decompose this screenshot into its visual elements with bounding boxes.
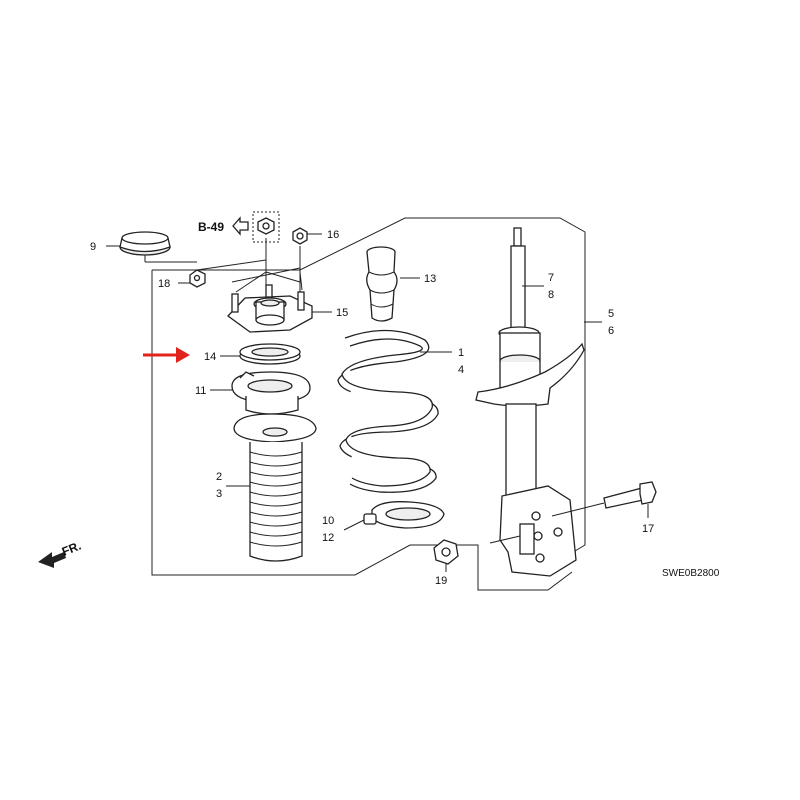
callout-16: 16 [327, 229, 339, 241]
callout-8: 8 [548, 289, 554, 301]
callout-10: 10 [322, 515, 334, 527]
part-17-bolt [603, 481, 657, 509]
reference-b49: B-49 [198, 211, 280, 243]
callout-5: 5 [608, 308, 614, 320]
callout-9: 9 [90, 241, 96, 253]
arrow-left-icon [232, 216, 249, 236]
part-9-cap [119, 231, 171, 256]
part-13-bump-stop [366, 246, 398, 322]
callout-15: 15 [336, 307, 348, 319]
front-arrow-icon [38, 552, 66, 568]
part-19-flange-nut [433, 539, 459, 565]
callout-17: 17 [642, 523, 654, 535]
part-5-shock-absorber [475, 227, 585, 577]
callout-11: 11 [195, 385, 206, 397]
part-14-bearing [239, 343, 301, 365]
callout-2: 2 [216, 471, 222, 483]
part-15-upper-mount [227, 284, 313, 333]
reference-label: B-49 [198, 220, 224, 234]
part-16-nut [292, 227, 308, 245]
part-18-nut [189, 269, 206, 288]
callout-13: 13 [424, 273, 436, 285]
diagram-code: SWE0B2800 [662, 568, 720, 579]
callout-18: 18 [158, 278, 170, 290]
part-16-nut-top [257, 217, 275, 235]
callout-19: 19 [435, 575, 447, 587]
callout-labels: 9 18 16 15 14 11 2 3 13 1 4 10 12 7 8 5 … [90, 229, 654, 587]
callout-3: 3 [216, 488, 222, 500]
part-11-spring-seat [231, 371, 311, 415]
mount-leaders [196, 238, 303, 295]
callout-7: 7 [548, 272, 554, 284]
callout-4: 4 [458, 364, 464, 376]
front-label: FR. [60, 539, 83, 559]
part-1-coil-spring [337, 329, 439, 493]
highlight-arrow [143, 347, 190, 363]
part-10-lower-seat [363, 501, 445, 529]
callout-12: 12 [322, 532, 334, 544]
front-direction-indicator: FR. [38, 539, 83, 568]
callout-1: 1 [458, 347, 464, 359]
callout-6: 6 [608, 325, 614, 337]
callout-14: 14 [204, 351, 216, 363]
part-2-dust-boot [233, 413, 317, 562]
